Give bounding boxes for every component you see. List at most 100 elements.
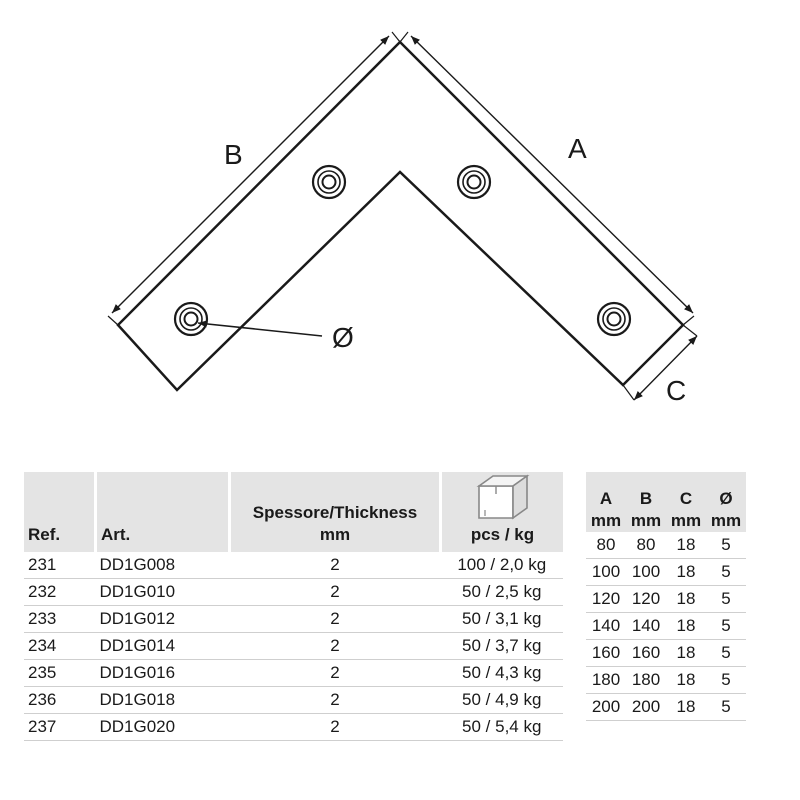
cell-art: DD1G018 [95, 686, 230, 714]
cell-thickness: 2 [229, 578, 441, 606]
hole [456, 164, 492, 200]
hole [173, 301, 209, 337]
cell-art: DD1G014 [95, 632, 230, 660]
cell-pcs-kg: 50 / 3,1 kg [440, 605, 563, 633]
cell-dimension: 120 [586, 585, 626, 613]
product-table: Ref. Art. Spessore/Thickness mm pcs / kg… [24, 472, 563, 741]
cell-pcs-kg: 100 / 2,0 kg [440, 552, 563, 579]
cell-art: DD1G016 [95, 659, 230, 687]
cell-art: DD1G012 [95, 605, 230, 633]
cell-pcs-kg: 50 / 4,9 kg [440, 686, 563, 714]
label-a: A [568, 133, 587, 164]
cell-dimension: 160 [626, 639, 666, 667]
header-dimension-label: A [599, 489, 613, 508]
cell-thickness: 2 [229, 632, 441, 660]
cell-thickness: 2 [229, 686, 441, 714]
cell-dimension: 5 [706, 639, 746, 667]
table-header-row: Ref. Art. Spessore/Thickness mm pcs / kg [24, 472, 563, 552]
cell-thickness: 2 [229, 552, 441, 579]
cell-ref: 237 [24, 713, 96, 741]
cell-dimension: 5 [706, 612, 746, 640]
cell-ref: 234 [24, 632, 96, 660]
dimension-line-a [410, 35, 694, 314]
cell-dimension: 140 [626, 612, 666, 640]
cell-ref: 236 [24, 686, 96, 714]
label-diameter: Ø [332, 322, 354, 353]
cell-dimension: 5 [706, 558, 746, 586]
cell-pcs-kg: 50 / 5,4 kg [440, 713, 563, 741]
cell-dimension: 18 [666, 585, 706, 613]
label-b: B [224, 139, 243, 170]
cell-dimension: 140 [586, 612, 626, 640]
cell-dimension: 160 [586, 639, 626, 667]
box-icon [476, 474, 529, 520]
cell-dimension: 200 [626, 693, 666, 721]
cell-dimension: 18 [666, 532, 706, 559]
header-dimension-unit: mm [710, 511, 742, 530]
hole [311, 164, 347, 200]
header-pcs-kg-label: pcs / kg [470, 525, 535, 544]
header-dimension-unit: mm [590, 511, 622, 530]
diameter-leader [197, 320, 323, 337]
cell-thickness: 2 [229, 605, 441, 633]
cell-thickness: 2 [229, 713, 441, 741]
cell-ref: 233 [24, 605, 96, 633]
header-thickness-label: Spessore/Thickness [252, 503, 418, 522]
cell-dimension: 5 [706, 666, 746, 694]
cell-art: DD1G010 [95, 578, 230, 606]
header-dimension-unit: mm [670, 511, 702, 530]
cell-dimension: 80 [626, 532, 666, 559]
header-ref: Ref. [24, 472, 96, 552]
cell-ref: 231 [24, 552, 96, 579]
header-pcs-kg: pcs / kg [439, 472, 563, 552]
hole [596, 301, 632, 337]
cell-dimension: 100 [586, 558, 626, 586]
header-dimension-unit: mm [630, 511, 662, 530]
dimension-line-b [111, 35, 390, 314]
mounting-holes [173, 164, 632, 337]
header-thickness: Spessore/Thickness mm [228, 472, 441, 552]
cell-dimension: 5 [706, 532, 746, 559]
cell-dimension: 18 [666, 693, 706, 721]
extension-lines [107, 31, 698, 401]
bracket-outline [116, 40, 685, 392]
cell-dimension: 18 [666, 612, 706, 640]
dimension-line-c [633, 335, 698, 401]
cell-dimension: 18 [666, 639, 706, 667]
cell-dimension: 180 [586, 666, 626, 694]
cell-dimension: 100 [626, 558, 666, 586]
cell-dimension: 80 [586, 532, 626, 559]
cell-dimension: 180 [626, 666, 666, 694]
cell-dimension: 18 [666, 666, 706, 694]
header-dimension-label: C [679, 489, 693, 508]
label-c: C [666, 375, 686, 406]
cell-dimension: 5 [706, 585, 746, 613]
cell-ref: 235 [24, 659, 96, 687]
header-art: Art. [94, 472, 230, 552]
cell-dimension: 200 [586, 693, 626, 721]
header-thickness-unit: mm [319, 525, 351, 544]
cell-pcs-kg: 50 / 3,7 kg [440, 632, 563, 660]
cell-thickness: 2 [229, 659, 441, 687]
cell-dimension: 18 [666, 558, 706, 586]
cell-ref: 232 [24, 578, 96, 606]
